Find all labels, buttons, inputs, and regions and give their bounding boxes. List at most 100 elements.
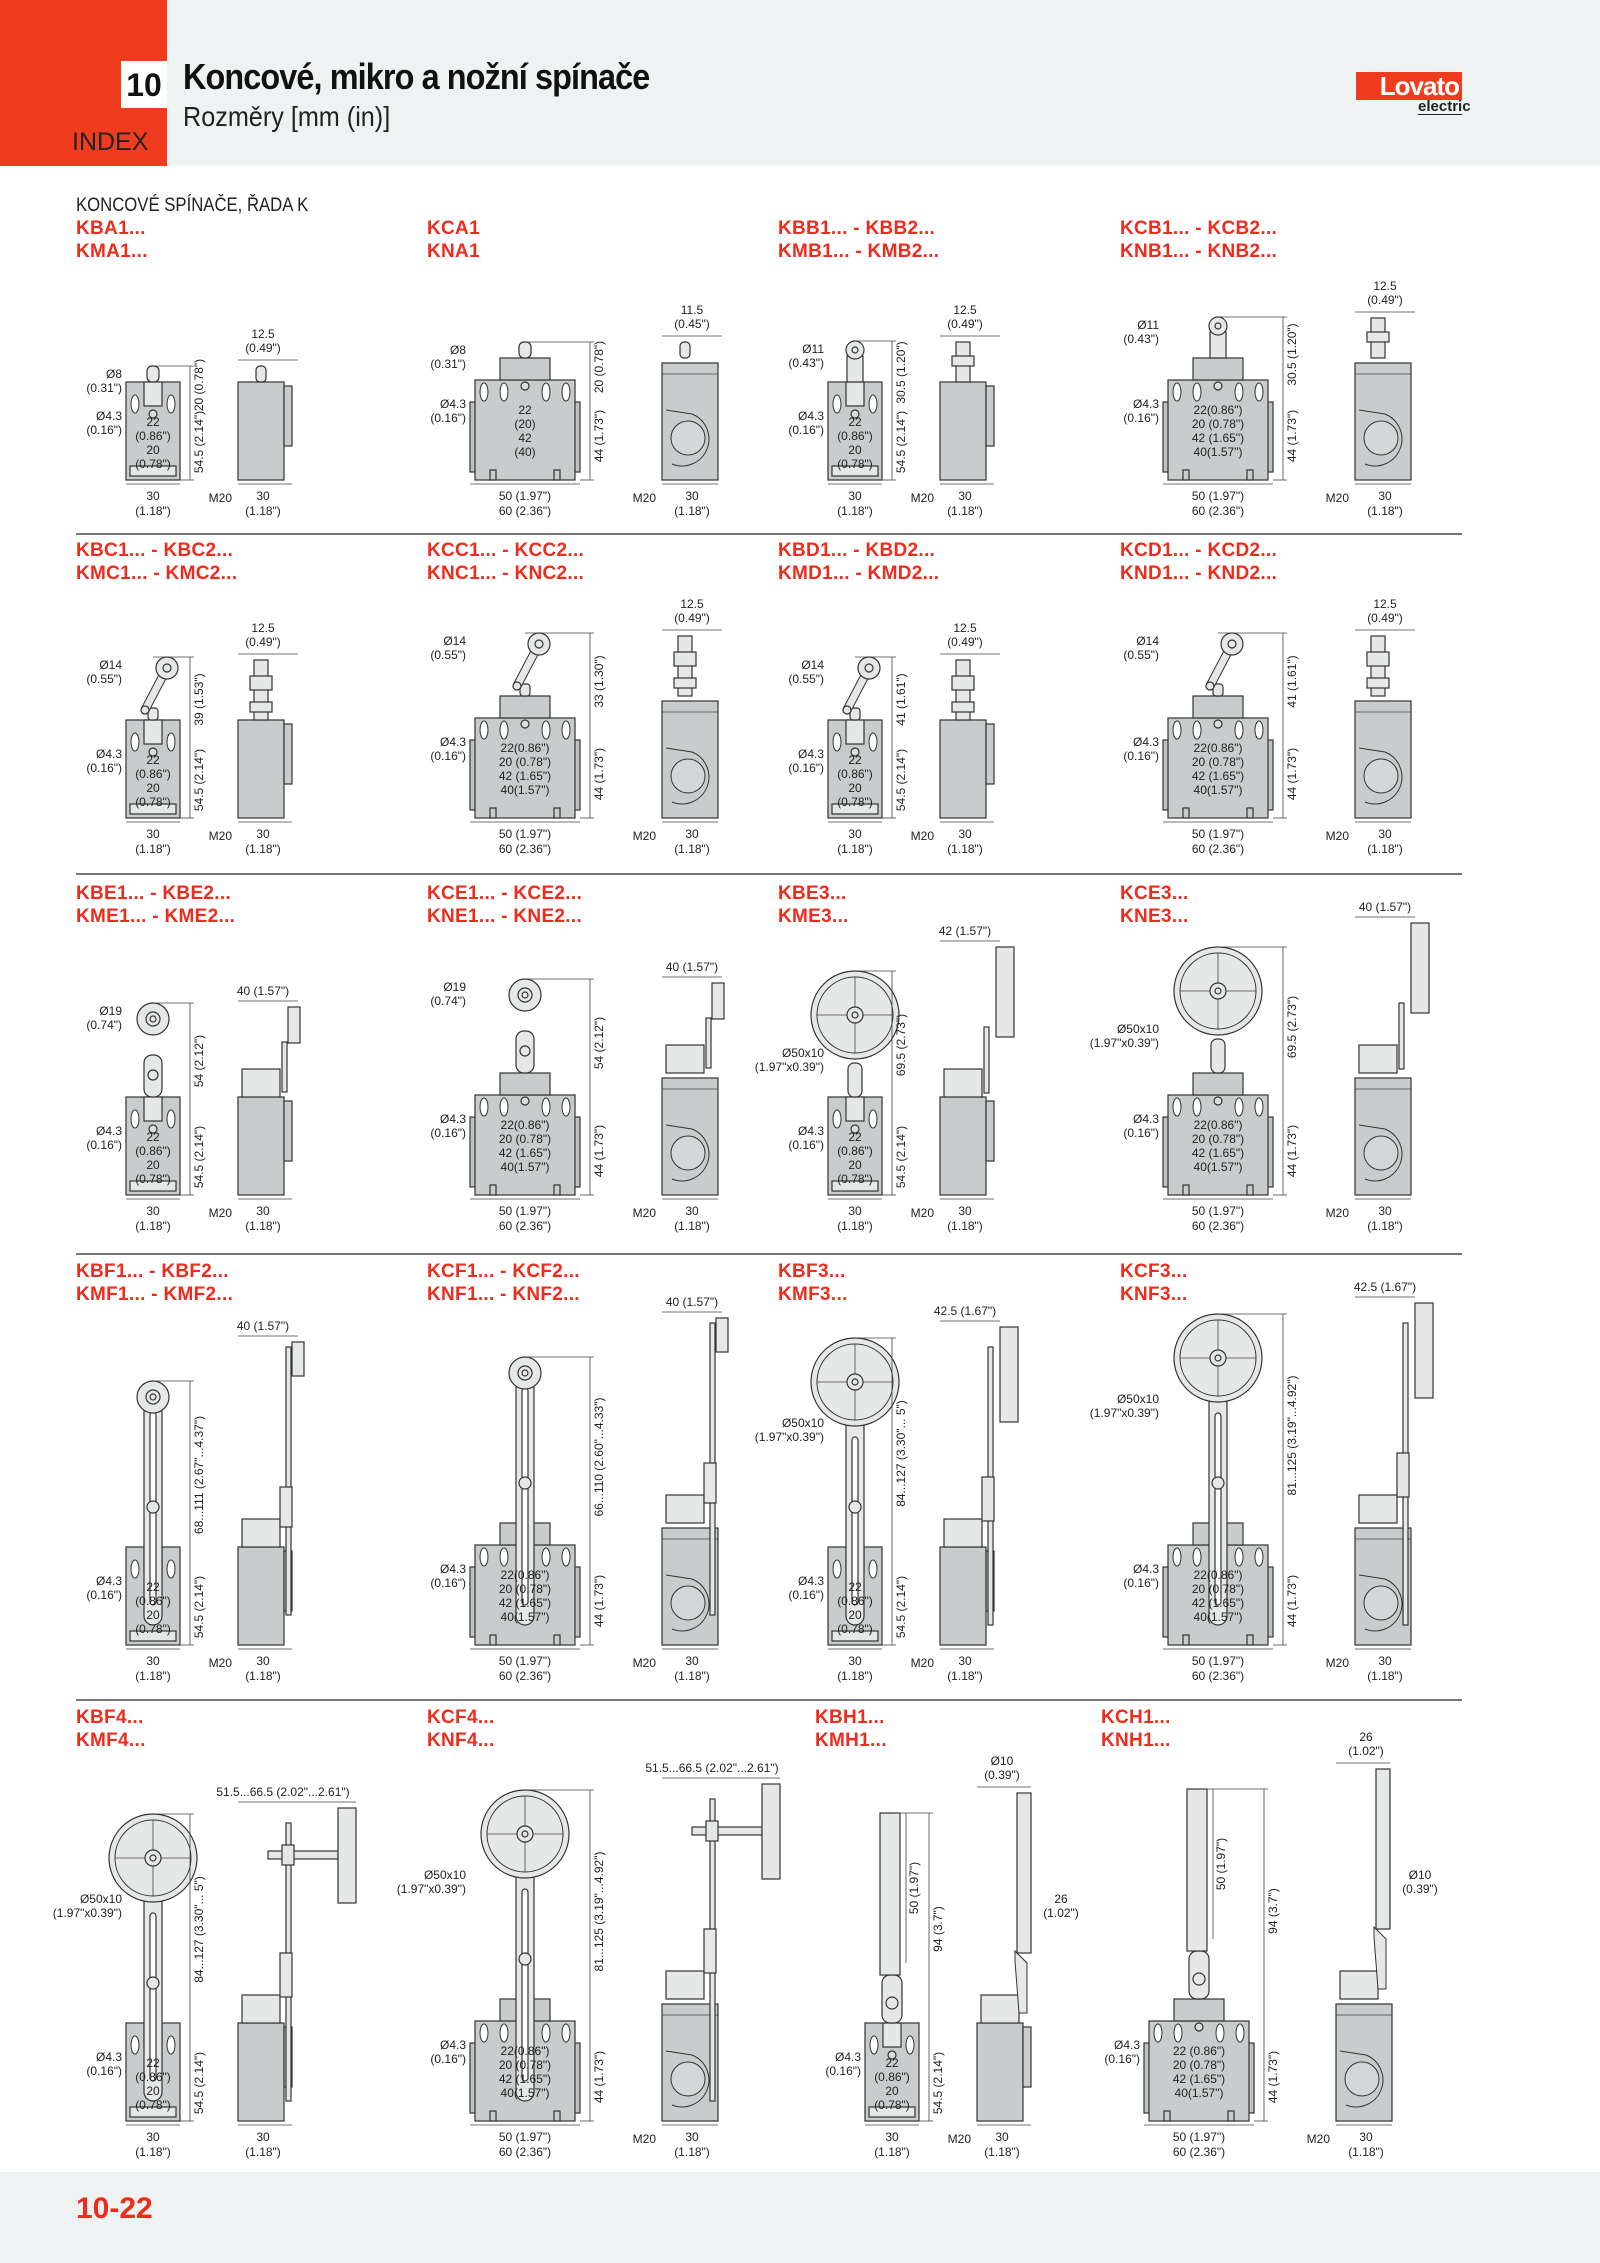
mounting-hole (868, 394, 878, 414)
m20-entry-icon (670, 758, 706, 794)
foot (553, 1634, 561, 1646)
dimension-drawing: 50 (1.97")Ø4.3(0.16")22(0.86")20(0.78")9… (825, 1754, 1078, 2159)
actuator-height-dim: 66...110 (2.60"...4.33") (592, 1397, 606, 1516)
mounting-hole (1234, 382, 1244, 402)
side-width-dim-in: (1.18") (245, 1219, 281, 1233)
side-top-dim: 51.5...66.5 (2.02"...2.61") (645, 1761, 778, 1775)
rod-side (1375, 1768, 1391, 1930)
mounting-hole (1192, 1547, 1202, 1567)
mounting-hole (479, 1097, 489, 1117)
roller-side-clip (951, 675, 975, 691)
hole-diameter-dim-in: (0.16") (86, 1138, 122, 1152)
side-lip (283, 385, 293, 447)
header-band (0, 0, 1600, 166)
hole-spacing-dim: 42 (1.65") (1173, 2072, 1225, 2086)
front-width-dim-in: 60 (2.36") (499, 842, 551, 856)
actuator-housing (1358, 1494, 1398, 1524)
model-code: KMF3... (778, 1284, 848, 1305)
switch-body-front (1167, 1094, 1269, 1196)
hole-spacing-dim: (0.78") (837, 457, 873, 471)
side-top-dim-in: (0.49") (1367, 611, 1403, 625)
roller-axle (162, 663, 172, 673)
hole-spacing-dim: (0.78") (135, 1172, 171, 1186)
front-width-dim-in: (1.18") (837, 1219, 873, 1233)
hole-spacing-dim: 20 (848, 1158, 862, 1172)
side-top-dim: 12.5 (251, 621, 275, 635)
hole-spacing-dim: 20 (0.78") (1192, 1582, 1244, 1596)
model-code: KCF3... (1120, 1261, 1188, 1282)
hole-diameter-dim-in: (0.16") (788, 761, 824, 775)
model-code: KMD1... - KMD2... (778, 563, 940, 584)
hole-spacing-dim: 20 (0.78") (1173, 2058, 1225, 2072)
bottom-cover (129, 2106, 177, 2118)
side-top-dim: 40 (1.57") (237, 1319, 289, 1333)
roller-side-clip (951, 355, 975, 367)
side-width-dim-in: (1.18") (245, 1669, 281, 1683)
mounting-hole (479, 382, 489, 402)
actuator-diameter-dim: Ø14 (443, 634, 466, 648)
roller-side-clip (673, 651, 697, 667)
side-top-dim-in: (0.49") (674, 611, 710, 625)
mounting-hole (832, 1109, 842, 1129)
screw-icon (1213, 719, 1223, 729)
actuator-height-dim: 68...111 (2.67"...4.37") (192, 1416, 206, 1534)
front-width-dim-in: 60 (2.36") (1173, 2145, 1225, 2159)
actuator-guide (845, 719, 865, 745)
front-width-dim: 50 (1.97") (499, 489, 551, 503)
body-height-dim: 54.5 (2.14") (192, 749, 206, 811)
hole-spacing-dim: 22 (848, 753, 862, 767)
side-width-dim-in: (1.18") (674, 1669, 710, 1683)
plunger-icon (519, 683, 531, 697)
side-lip (283, 1100, 293, 1162)
model-codes: KCE1... - KCE2...KNE1... - KNE2... (427, 882, 582, 928)
mounting-hole (541, 382, 551, 402)
switch-body-side (939, 381, 987, 481)
lever-screw (848, 1500, 862, 1514)
foot (1227, 2110, 1235, 2122)
model-codes: KCF1... - KCF2...KNF1... - KNF2... (427, 1260, 580, 1306)
hole-spacing-dim: 42 (1.65") (499, 769, 551, 783)
front-width-dim: 50 (1.97") (499, 827, 551, 841)
side-extra-dim-in: (0.39") (1402, 1882, 1438, 1896)
hole-diameter-dim-in: (0.16") (430, 749, 466, 763)
conduit-outline (665, 1124, 710, 1182)
m20-thread-label: M20 (911, 829, 935, 843)
index-link[interactable]: INDEX (72, 128, 149, 156)
screw-icon (850, 747, 860, 757)
m20-thread-label: M20 (633, 1206, 657, 1220)
hole-spacing-dim: (0.86") (135, 1594, 171, 1608)
front-width-dim: 50 (1.97") (499, 1204, 551, 1218)
model-code: KME1... - KME2... (76, 906, 236, 927)
hole-spacing-dim: 22(0.86") (501, 1568, 550, 1582)
hole-spacing-dim: 42 (1.65") (1192, 1596, 1244, 1610)
front-width-dim: 30 (146, 1654, 160, 1668)
model-codes: KCH1...KNH1... (1101, 1706, 1171, 1752)
front-width-dim-in: 60 (2.36") (1192, 1219, 1244, 1233)
bottom-cover (129, 803, 177, 815)
dimension-drawing: Ø4.3(0.16")22(0.86")20 (0.78")42 (1.65")… (430, 1295, 729, 1683)
hole-diameter-dim-in: (0.16") (86, 2064, 122, 2078)
plunger-icon (1212, 683, 1224, 697)
plunger-icon (147, 707, 159, 721)
switch-head (499, 1072, 551, 1096)
model-codes: KBF4...KMF4... (76, 1706, 146, 1752)
model-codes: KBE3...KME3... (778, 882, 849, 928)
model-code: KNB1... - KNB2... (1120, 241, 1278, 262)
side-top-dim: Ø10 (991, 1754, 1014, 1768)
dimension-drawing: Ø50x10(1.97"x0.39")Ø4.3(0.16")22(0.86")2… (755, 924, 1015, 1233)
front-width-dim: 50 (1.97") (1173, 2130, 1225, 2144)
mounting-hole (1173, 2023, 1183, 2043)
hole-spacing-dim: 20 (0.78") (499, 1582, 551, 1596)
model-codes: KBE1... - KBE2...KME1... - KME2... (76, 882, 235, 928)
roller-stem (1209, 331, 1227, 359)
bottom-cover (831, 1180, 879, 1192)
hole-spacing-dim: 22 (146, 2056, 160, 2070)
offset-axle (691, 1826, 763, 1836)
hole-diameter-dim-in: (0.16") (1123, 411, 1159, 425)
actuator-diameter-dim: Ø50x10 (1117, 1392, 1159, 1406)
lever-pivot (140, 705, 150, 715)
mounting-hole (1172, 720, 1182, 740)
switch-body-front (474, 1094, 576, 1196)
roller-axle (521, 991, 529, 999)
model-codes: KBF1... - KBF2...KMF1... - KMF2... (76, 1260, 233, 1306)
